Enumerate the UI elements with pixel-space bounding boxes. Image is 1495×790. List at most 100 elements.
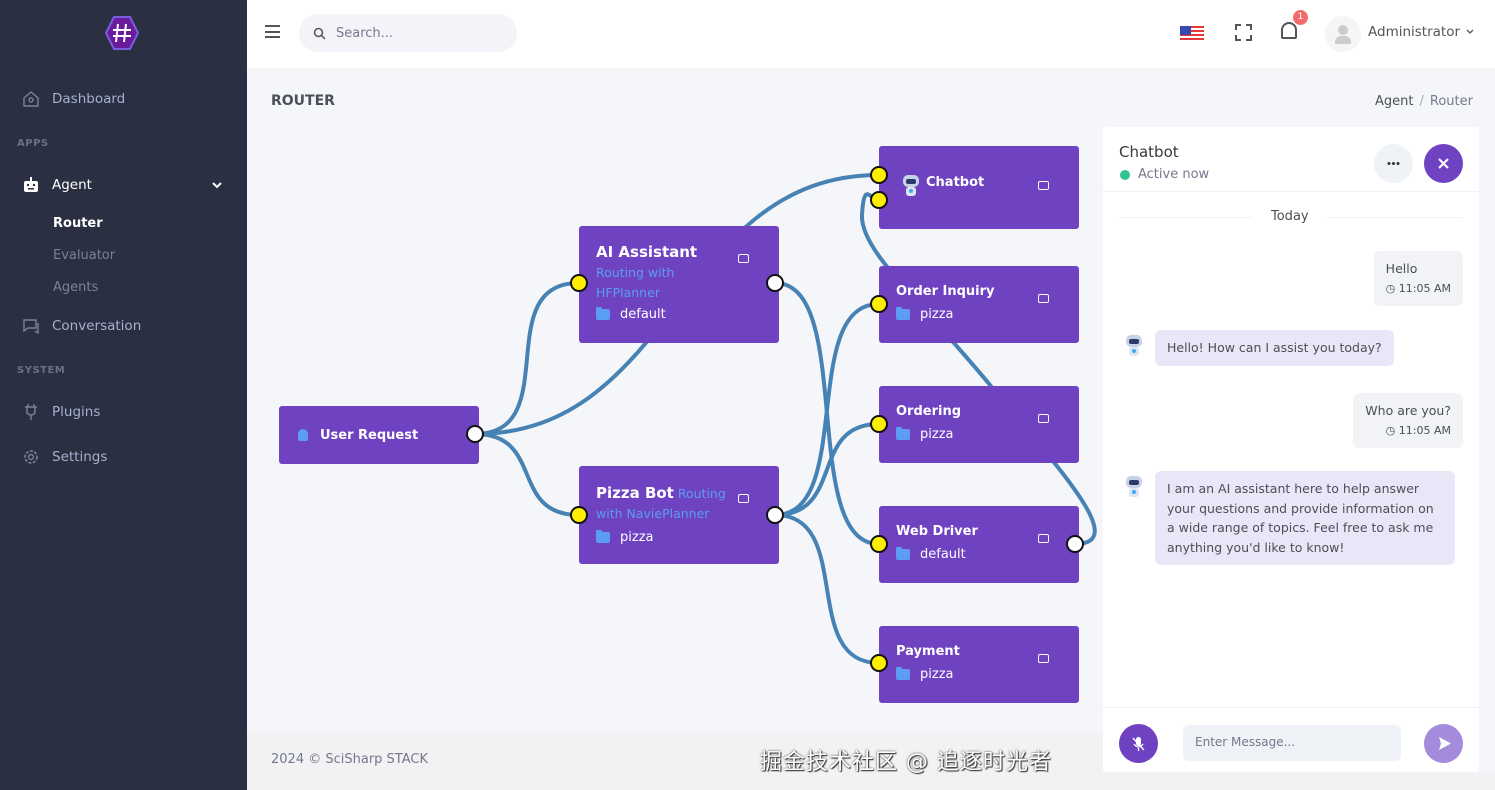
sidebar-item-dashboard[interactable]: Dashboard <box>22 90 125 108</box>
us-flag-icon[interactable] <box>1180 26 1204 42</box>
sidebar-item-settings[interactable]: Settings <box>22 448 107 466</box>
message-bot: Hello! How can I assist you today? <box>1155 330 1394 366</box>
footer: 2024 © SciSharp STACK <box>247 732 1103 790</box>
plug-icon <box>25 404 37 420</box>
sidebar-item-plugins[interactable]: Plugins <box>22 403 100 421</box>
port-web-driver-in[interactable] <box>870 535 888 553</box>
node-web-driver[interactable]: Web Driver default <box>879 506 1079 583</box>
node-title: Order Inquiry <box>896 284 995 299</box>
microphone-off-icon <box>1132 737 1145 751</box>
node-folder: pizza <box>896 307 953 322</box>
sidebar-item-label: Dashboard <box>52 91 126 107</box>
node-subtitle: Pizza Bot Routing with NaviePlanner <box>596 483 746 524</box>
chevron-down-icon <box>212 182 222 189</box>
node-ai-assistant[interactable]: AI Assistant Routing with HFPlanner defa… <box>579 226 779 343</box>
folder-label: default <box>620 307 666 322</box>
footer-text: 2024 © SciSharp STACK <box>271 752 428 767</box>
menu-toggle-icon[interactable] <box>265 25 280 38</box>
node-title: AI Assistant <box>596 243 698 261</box>
chat-icon[interactable] <box>1038 534 1049 543</box>
chat-icon[interactable] <box>738 254 749 263</box>
node-folder: pizza <box>896 667 953 682</box>
sidebar-subitem-agents[interactable]: Agents <box>53 280 99 295</box>
more-button[interactable] <box>1374 144 1413 183</box>
edge-user-request-pizza-bot[interactable] <box>474 432 580 517</box>
avatar[interactable] <box>1325 16 1361 52</box>
port-chatbot-in[interactable] <box>870 166 888 184</box>
breadcrumb-agent[interactable]: Agent <box>1375 94 1414 109</box>
port-ai-assistant-out[interactable] <box>766 274 784 292</box>
user-name: Administrator <box>1368 24 1461 40</box>
sidebar-item-label: Plugins <box>52 404 101 420</box>
chat-icon[interactable] <box>1038 181 1049 190</box>
node-pizza-bot[interactable]: Pizza Bot Routing with NaviePlanner pizz… <box>579 466 779 564</box>
section-apps: APPS <box>17 138 49 149</box>
edge-pizza-bot-order-inquiry[interactable] <box>774 302 880 517</box>
node-payment[interactable]: Payment pizza <box>879 626 1079 703</box>
edge-pizza-bot-ordering[interactable] <box>774 422 880 517</box>
folder-label: pizza <box>920 307 954 322</box>
edge-user-request-ai-assistant[interactable] <box>474 281 580 436</box>
footer-strip <box>1103 772 1495 790</box>
folder-icon <box>896 547 910 560</box>
chat-title: Chatbot <box>1119 143 1179 161</box>
folder-icon <box>896 307 910 320</box>
edge-pizza-bot-payment[interactable] <box>774 513 880 665</box>
node-ordering[interactable]: Ordering pizza <box>879 386 1079 463</box>
folder-label: default <box>920 547 966 562</box>
close-button[interactable] <box>1424 144 1463 183</box>
node-order-inquiry[interactable]: Order Inquiry pizza <box>879 266 1079 343</box>
edge-web-driver-chatbot[interactable] <box>859 192 1097 546</box>
port-ai-assistant-in[interactable] <box>570 274 588 292</box>
robot-icon <box>24 177 38 192</box>
node-folder: pizza <box>896 427 953 442</box>
robot-avatar-icon <box>1126 476 1142 497</box>
chat-icon[interactable] <box>1038 414 1049 423</box>
section-system: SYSTEM <box>17 365 66 376</box>
search-input[interactable]: Search... <box>299 14 517 52</box>
fullscreen-icon[interactable] <box>1235 24 1252 41</box>
port-pizza-bot-out[interactable] <box>766 506 784 524</box>
node-user-request[interactable]: User Request <box>279 406 479 464</box>
sidebar-item-conversation[interactable]: Conversation <box>22 317 141 335</box>
node-chatbot[interactable]: Chatbot <box>879 146 1079 229</box>
close-icon <box>1438 158 1449 169</box>
user-menu[interactable]: Administrator <box>1368 24 1474 40</box>
logo[interactable] <box>104 15 140 51</box>
sidebar-subitem-router[interactable]: Router <box>53 216 103 231</box>
port-pizza-bot-in[interactable] <box>570 506 588 524</box>
node-title: Chatbot <box>926 175 985 190</box>
port-user-request-out[interactable] <box>466 425 484 443</box>
input-placeholder: Enter Message... <box>1195 735 1296 749</box>
chat-icon[interactable] <box>1038 294 1049 303</box>
sidebar-item-label: Agent <box>52 177 92 193</box>
bell-icon[interactable] <box>1281 22 1297 39</box>
message-user: Hello◷ 11:05 AM <box>1373 251 1463 306</box>
home-icon <box>23 91 39 107</box>
sidebar-item-label: Settings <box>52 449 108 465</box>
user-icon <box>298 429 308 441</box>
date-divider: Today <box>1253 209 1327 224</box>
port-chatbot-in-2[interactable] <box>870 191 888 209</box>
chat-status: Active now <box>1120 167 1209 182</box>
microphone-button[interactable] <box>1119 724 1158 763</box>
chat-icon[interactable] <box>738 494 749 503</box>
search-icon <box>313 27 326 40</box>
sidebar-subitem-evaluator[interactable]: Evaluator <box>53 248 116 263</box>
port-web-driver-out[interactable] <box>1066 535 1084 553</box>
folder-label: pizza <box>920 427 954 442</box>
gear-icon <box>24 450 38 464</box>
message-input[interactable]: Enter Message... <box>1183 725 1401 761</box>
node-title: Web Driver <box>896 524 978 539</box>
chat-icon[interactable] <box>1038 654 1049 663</box>
breadcrumb-router: Router <box>1429 94 1473 109</box>
send-button[interactable] <box>1424 724 1463 763</box>
send-icon <box>1439 737 1451 750</box>
topbar: Search... 1 Administrator <box>247 0 1495 68</box>
port-payment-in[interactable] <box>870 654 888 672</box>
node-title: Ordering <box>896 404 962 419</box>
sidebar-item-agent[interactable]: Agent <box>22 176 222 194</box>
port-order-inquiry-in[interactable] <box>870 295 888 313</box>
port-ordering-in[interactable] <box>870 415 888 433</box>
robot-avatar-icon <box>903 175 919 196</box>
